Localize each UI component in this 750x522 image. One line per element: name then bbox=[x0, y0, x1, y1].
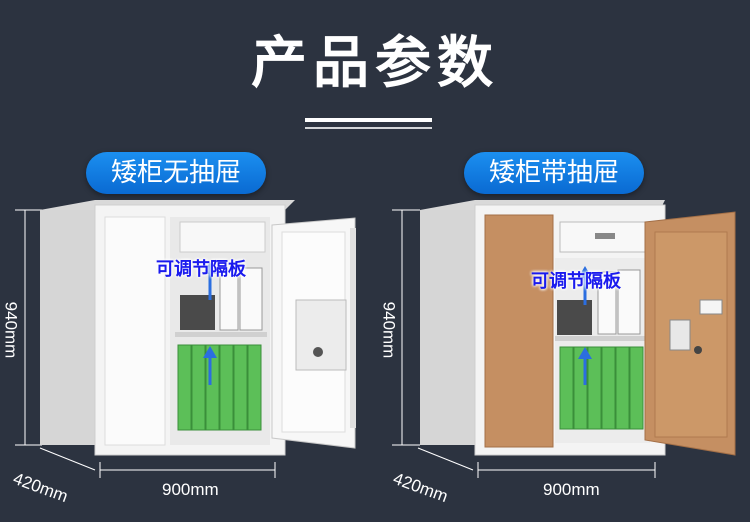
width-label-left: 900mm bbox=[162, 480, 219, 499]
adjustable-shelf-callout-left: 可调节隔板 bbox=[156, 259, 246, 280]
title-underline bbox=[305, 118, 432, 122]
width-label-right: 900mm bbox=[543, 480, 600, 499]
height-label-right: 940mm bbox=[379, 301, 399, 359]
page-title: 产品参数 bbox=[251, 31, 499, 96]
title-underline-thin bbox=[305, 127, 432, 129]
product-pill-no-drawer: 矮柜无抽屉 bbox=[86, 152, 266, 194]
product-pill-with-drawer: 矮柜带抽屉 bbox=[464, 152, 644, 194]
cabinet-left bbox=[15, 200, 356, 478]
cabinet-right bbox=[392, 200, 736, 478]
adjustable-shelf-callout-right: 可调节隔板 bbox=[531, 271, 621, 292]
height-label-left: 940mm bbox=[1, 301, 21, 359]
